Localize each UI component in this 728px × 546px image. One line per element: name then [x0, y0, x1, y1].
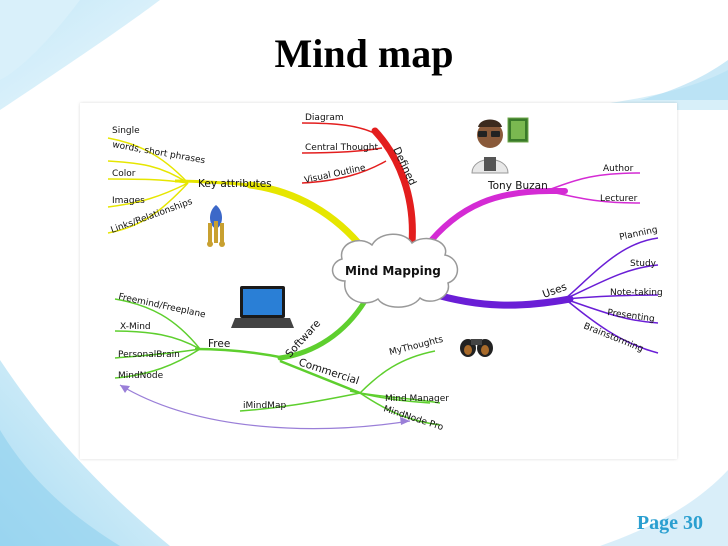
slide-title: Mind map [274, 31, 454, 76]
branch-label-key-attributes: Key attributes [198, 178, 272, 190]
node-label: Visual Outline [304, 163, 367, 186]
node-label: Study [630, 259, 657, 269]
person-with-glasses-icon [471, 117, 529, 174]
node-label: MyThoughts [388, 335, 444, 358]
node-label: Author [603, 164, 634, 174]
node-label: Freemind/Freeplane [117, 292, 206, 320]
central-node: Mind Mapping [331, 233, 459, 308]
keys-icon [207, 205, 225, 247]
node-label: X-Mind [120, 322, 151, 332]
branch-tony-buzan: Tony Buzan Author Lecturer [422, 164, 641, 251]
laptop-icon [231, 286, 294, 328]
node-label: Diagram [305, 113, 344, 123]
binoculars-icon [460, 339, 493, 357]
branch-label-tony-buzan: Tony Buzan [487, 180, 548, 192]
node-label: Lecturer [600, 194, 638, 204]
node-label: Presenting [607, 308, 656, 325]
branch-uses: Uses Planning Study Note-taking Presenti… [426, 225, 663, 355]
node-label: Images [112, 196, 145, 206]
central-topic: Mind Mapping [345, 264, 441, 278]
node-label: Brainstorming [582, 322, 645, 355]
node-label: Planning [619, 225, 659, 243]
node-label: iMindMap [243, 401, 286, 411]
relationship-arrow [119, 384, 411, 430]
page-number: Page 30 [636, 512, 703, 534]
node-label: PersonalBrain [118, 350, 180, 360]
branch-label-free: Free [208, 338, 230, 350]
node-label: Single [112, 126, 140, 136]
arrow-head [400, 417, 410, 425]
branch-defined: Diagram Central Thought Visual Outline D… [301, 113, 418, 247]
node-label: Mind Manager [385, 394, 449, 404]
node-label: Color [112, 169, 136, 179]
node-label: Central Thought [305, 143, 378, 153]
node-label: MindNode [118, 371, 164, 381]
mind-map-image: Key attributes Single words, short phras… [80, 103, 677, 459]
arrow-head [120, 385, 130, 393]
node-label: MindNode Pro [382, 404, 445, 433]
node-label: Note-taking [610, 288, 663, 298]
